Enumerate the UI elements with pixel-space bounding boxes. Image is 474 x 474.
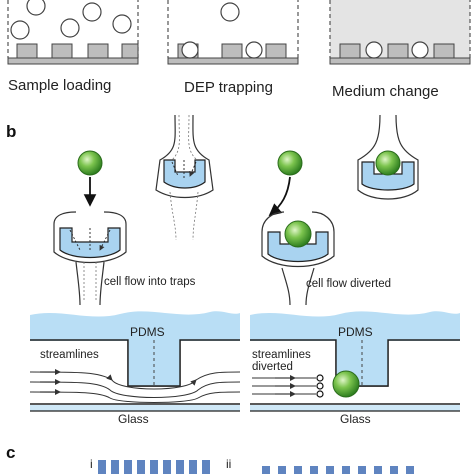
pdms-label-right: PDMS — [338, 325, 373, 339]
trap-array-i — [98, 460, 210, 474]
cell-trapped-bottom — [284, 220, 312, 248]
cell-trapped-top — [375, 150, 401, 176]
label-sample-loading: Sample loading — [8, 77, 111, 94]
dep-trapping-chamber — [167, 0, 299, 65]
streamlines-label-left: streamlines — [40, 349, 99, 361]
trap-flow-diverted: cell flow diverted — [261, 150, 391, 306]
cell-diverted — [277, 150, 303, 176]
glass-label-left: Glass — [118, 412, 149, 426]
medium-change-chamber — [329, 0, 471, 65]
pdms-label-left: PDMS — [130, 325, 165, 339]
cross-section-right: PDMS streamlines diverted Glass — [250, 311, 460, 426]
trap-empty-top — [155, 114, 214, 241]
cell-trapped-cross-section — [332, 370, 360, 398]
cross-section-left: PDMS streamlines Glass — [29, 311, 241, 426]
panel-c-sub-ii: ii — [226, 457, 231, 471]
glass-label-right: Glass — [340, 412, 371, 426]
panel-c-sub-i: i — [90, 457, 93, 471]
panel-c-letter: c — [6, 443, 15, 462]
streamlines-diverted-label-line2: diverted — [252, 361, 293, 373]
trap-occupied-top — [357, 114, 419, 200]
sample-loading-chamber — [7, 0, 139, 65]
cell-incoming — [77, 150, 103, 176]
trap-flow-into: cell flow into traps — [53, 150, 196, 306]
caption-flow-into-traps: cell flow into traps — [104, 276, 196, 288]
streamlines-diverted-label-line1: streamlines — [252, 349, 311, 361]
label-medium-change: Medium change — [332, 83, 439, 100]
panel-a: Sample loading DEP trapping Medium chang… — [7, 0, 471, 100]
label-dep-trapping: DEP trapping — [184, 79, 273, 96]
panel-b-letter: b — [6, 122, 16, 141]
caption-flow-diverted: cell flow diverted — [306, 278, 391, 290]
trap-array-ii — [262, 466, 414, 474]
